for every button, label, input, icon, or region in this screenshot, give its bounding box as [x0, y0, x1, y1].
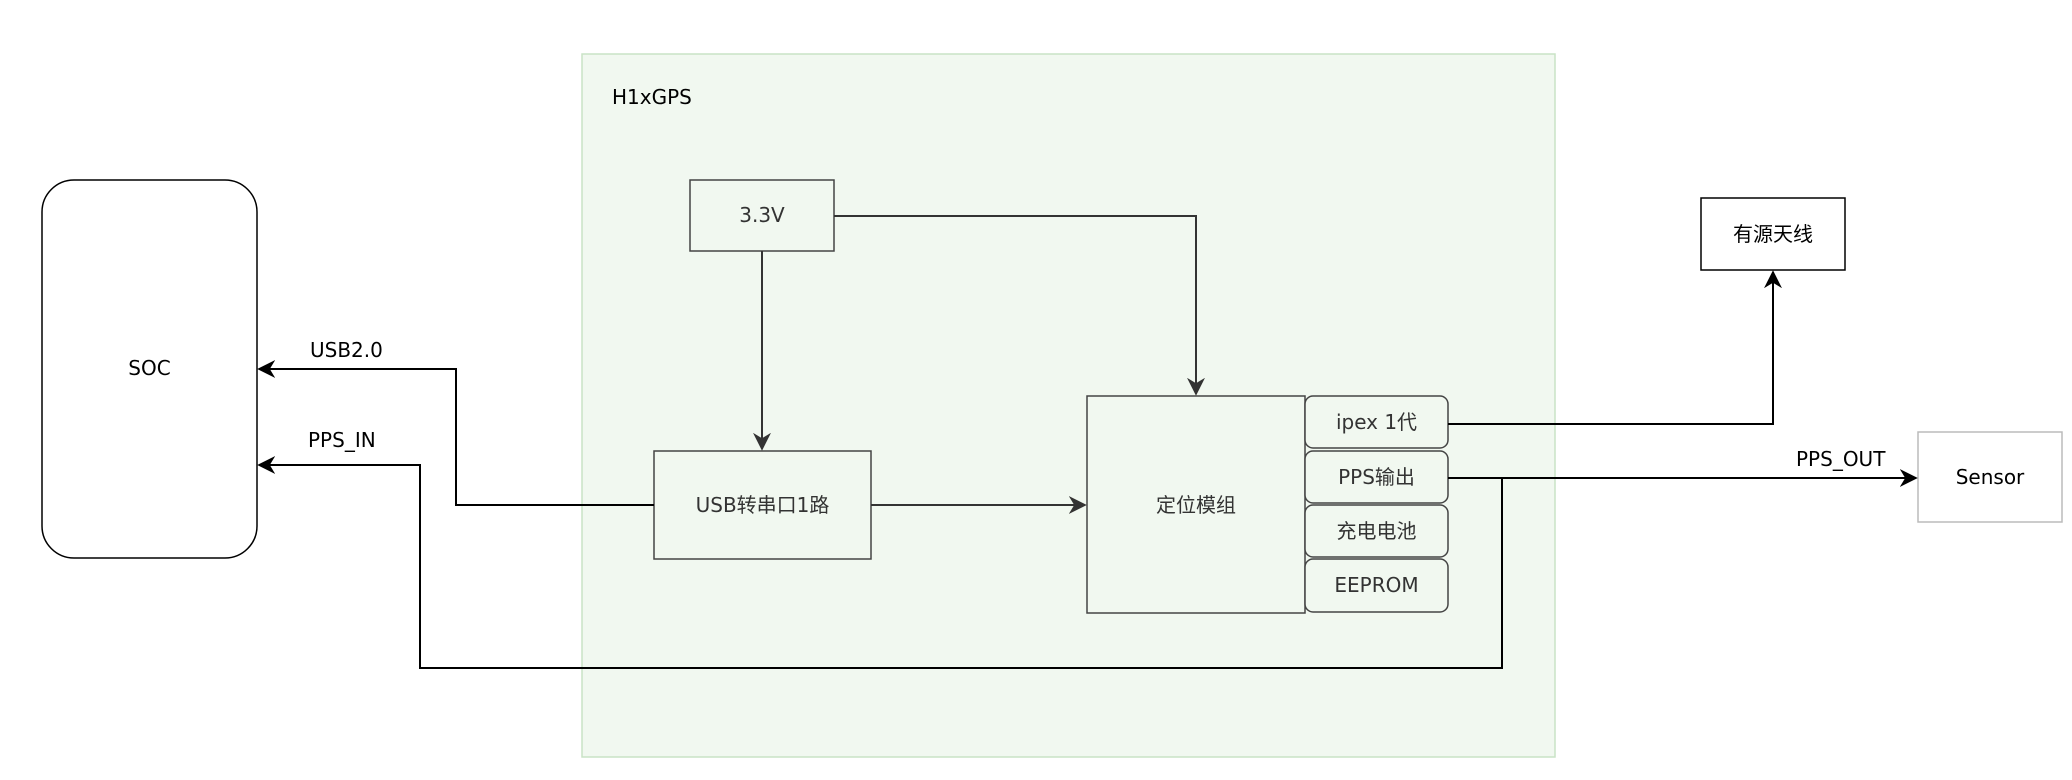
pps-out-port[interactable]: PPS输出	[1304, 450, 1449, 504]
soc-block[interactable]: SOC	[41, 179, 258, 559]
gnss-module-block[interactable]: 定位模组	[1086, 395, 1306, 614]
edge-label-pps-out: PPS_OUT	[1796, 447, 1886, 471]
battery-label: 充电电池	[1337, 519, 1417, 543]
antenna-label: 有源天线	[1733, 222, 1813, 246]
usb-uart-label: USB转串口1路	[696, 493, 830, 517]
sensor-block[interactable]: Sensor	[1917, 431, 2063, 523]
group-title: H1xGPS	[612, 85, 692, 109]
connector-power-to-gnss	[834, 215, 1205, 396]
sensor-label: Sensor	[1956, 465, 2025, 489]
power-block[interactable]: 3.3V	[689, 179, 835, 252]
gnss-module-label: 定位模组	[1156, 493, 1236, 517]
eeprom-port[interactable]: EEPROM	[1304, 558, 1449, 613]
edge-label-usb2: USB2.0	[310, 338, 383, 362]
edge-label-pps-in: PPS_IN	[308, 428, 376, 452]
eeprom-label: EEPROM	[1334, 573, 1418, 597]
soc-label: SOC	[128, 356, 170, 380]
pps-out-port-label: PPS输出	[1338, 465, 1415, 489]
ipex-port[interactable]: ipex 1代	[1304, 395, 1449, 449]
power-label: 3.3V	[739, 203, 785, 227]
antenna-block[interactable]: 有源天线	[1700, 197, 1846, 271]
connector-usb2	[257, 360, 654, 506]
battery-port[interactable]: 充电电池	[1304, 504, 1449, 558]
connector-ipex-to-antenna	[1448, 270, 1782, 425]
usb-uart-block[interactable]: USB转串口1路	[653, 450, 872, 560]
ipex-label: ipex 1代	[1336, 410, 1417, 434]
